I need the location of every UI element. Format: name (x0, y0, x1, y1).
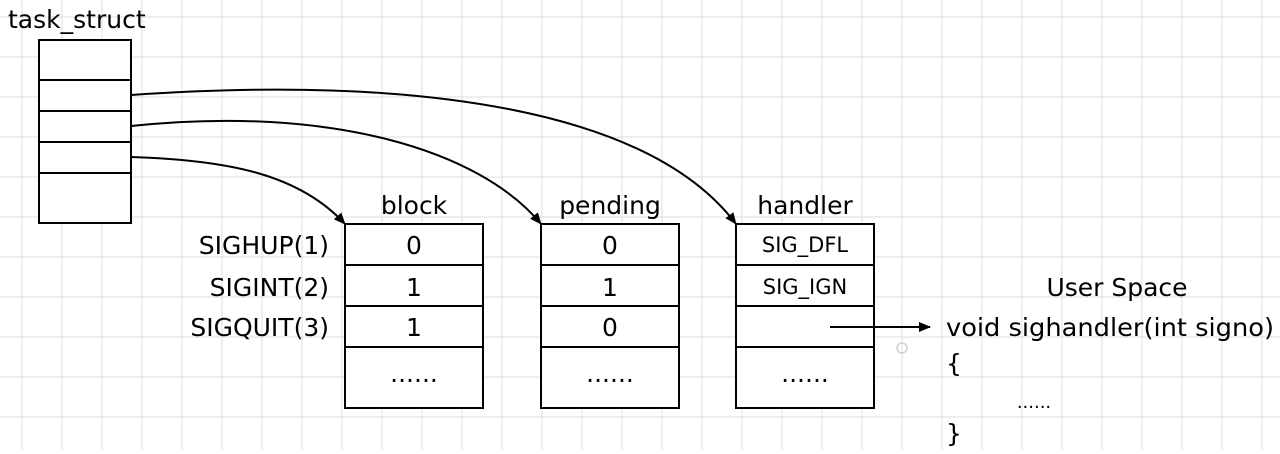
block-table-title: block (381, 191, 448, 220)
pending-cell-sigquit: 0 (602, 313, 618, 342)
block-cell-sighup: 0 (406, 231, 422, 260)
signal-label-sighup: SIGHUP(1) (199, 231, 329, 260)
signal-labels: SIGHUP(1) SIGINT(2) SIGQUIT(3) (190, 231, 329, 342)
user-space-title: User Space (1046, 273, 1187, 302)
code-line-close-brace: } (946, 419, 962, 448)
block-cell-ellipsis: ...... (390, 359, 438, 388)
pending-cell-sigint: 1 (602, 273, 618, 302)
code-line-signature: void sighandler(int signo) (946, 313, 1274, 342)
pending-table-box (540, 223, 680, 409)
task-struct-label: task_struct (8, 5, 146, 34)
arrow-to-pending (130, 119, 542, 225)
handler-table: handler SIG_DFL SIG_IGN ...... (735, 191, 875, 409)
arrow-to-block (130, 156, 346, 225)
pending-table-title: pending (559, 191, 661, 220)
task-struct: task_struct (8, 5, 146, 224)
block-table-box (344, 223, 484, 409)
signal-label-sigint: SIGINT(2) (210, 273, 329, 302)
handler-table-box (735, 223, 875, 409)
handler-table-title: handler (757, 191, 853, 220)
signal-label-sigquit: SIGQUIT(3) (190, 313, 329, 342)
pointer-arrows (130, 88, 931, 332)
task-struct-box (38, 39, 132, 224)
handler-cell-ellipsis: ...... (781, 359, 829, 388)
code-line-body: ...... (1017, 392, 1051, 413)
handler-cell-sigint: SIG_IGN (763, 275, 847, 300)
faint-circle-mark (896, 342, 908, 354)
block-table: block 0 1 1 ...... (344, 191, 484, 409)
user-space-block: User Space void sighandler(int signo) { … (946, 273, 1274, 448)
handler-cell-sighup: SIG_DFL (762, 233, 849, 258)
pending-cell-sighup: 0 (602, 231, 618, 260)
pending-cell-ellipsis: ...... (586, 359, 634, 388)
pending-table: pending 0 1 0 ...... (540, 191, 680, 409)
arrow-to-handler (130, 88, 737, 225)
code-line-open-brace: { (946, 349, 962, 378)
block-cell-sigint: 1 (406, 273, 422, 302)
block-cell-sigquit: 1 (406, 313, 422, 342)
